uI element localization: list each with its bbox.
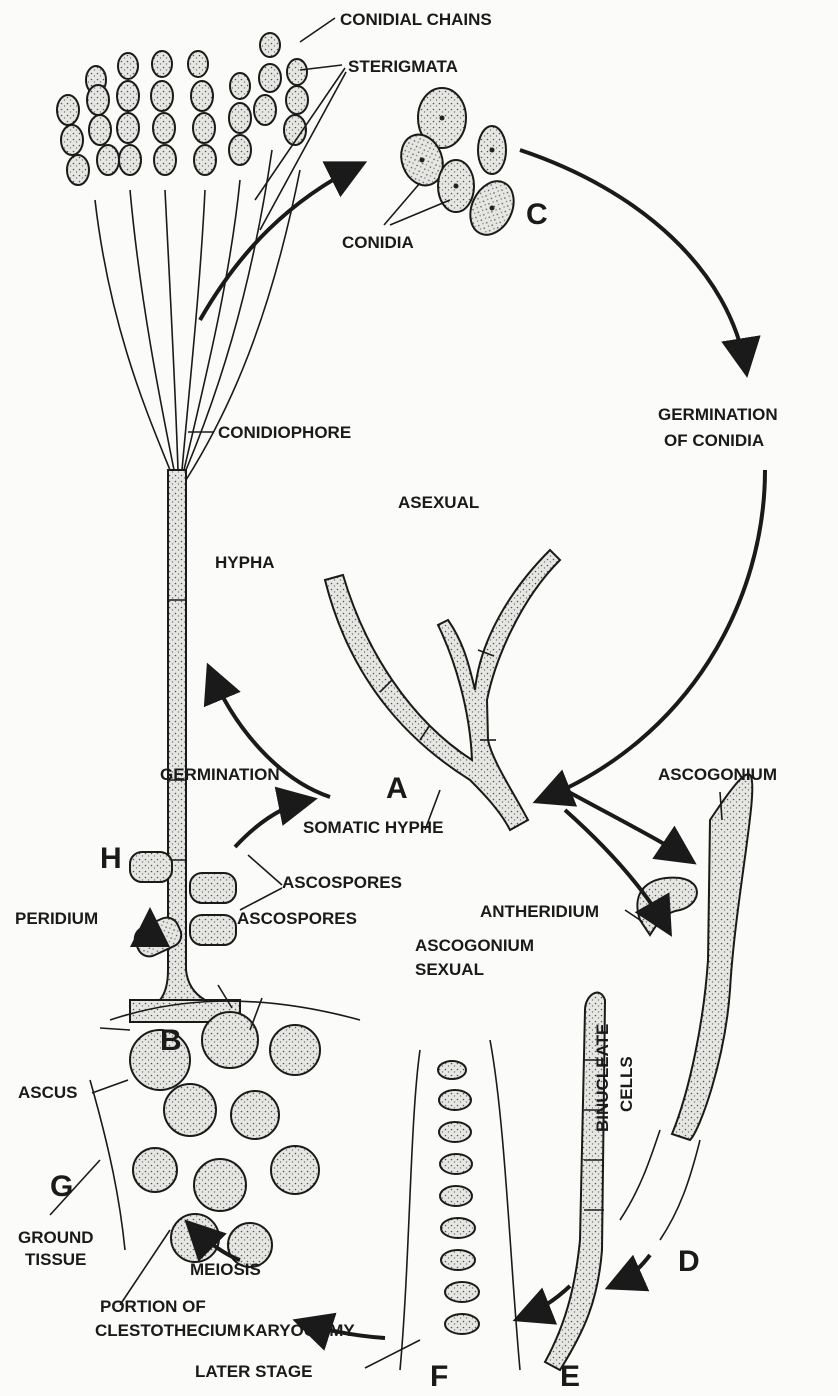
label-germination-of-conidia-line2: OF CONIDIA xyxy=(664,431,764,450)
label-later-stage: LATER STAGE xyxy=(195,1362,312,1381)
label-ascogonium-lower: ASCOGONIUM xyxy=(415,936,534,955)
label-ascus: ASCUS xyxy=(18,1083,78,1102)
label-g: G xyxy=(50,1170,73,1203)
label-ground: GROUND xyxy=(18,1228,94,1247)
label-peridium: PERIDIUM xyxy=(15,909,98,928)
ascogonium-antheridium-structure xyxy=(620,774,752,1240)
label-asexual: ASEXUAL xyxy=(398,493,479,512)
label-cells: CELLS xyxy=(617,1056,636,1112)
conidia-cluster xyxy=(394,88,522,242)
label-ascogonium-top: ASCOGONIUM xyxy=(658,765,777,784)
label-tissue: TISSUE xyxy=(25,1250,86,1269)
label-somatic-hyphe: SOMATIC HYPHE xyxy=(303,818,443,837)
label-sterigmata: STERIGMATA xyxy=(348,57,458,76)
cleistothecium-structure xyxy=(90,1001,360,1267)
arrow-to-conidia xyxy=(200,165,360,320)
label-meiosis: MEIOSIS xyxy=(190,1260,261,1279)
label-a: A xyxy=(386,772,408,805)
label-germination-of-conidia-line1: GERMINATION xyxy=(658,405,778,424)
label-b: B xyxy=(160,1024,182,1057)
label-ascospores-h: ASCOSPORES xyxy=(282,873,402,892)
label-conidia: CONIDIA xyxy=(342,233,414,252)
label-conidial-chains: CONIDIAL CHAINS xyxy=(340,10,492,29)
label-clestothecium: CLESTOTHECIUM xyxy=(95,1321,241,1340)
label-germination: GERMINATION xyxy=(160,765,280,784)
arrow-conidia-to-germination xyxy=(520,150,746,370)
label-conidiophore: CONIDIOPHORE xyxy=(218,423,351,442)
conidiophore-structure xyxy=(57,33,308,1022)
label-sexual: SEXUAL xyxy=(415,960,484,979)
label-e: E xyxy=(560,1360,580,1393)
arrow-d-to-e xyxy=(612,1255,650,1286)
label-antheridium: ANTHERIDIUM xyxy=(480,902,599,921)
label-c: C xyxy=(526,198,548,231)
somatic-hyphae-structure xyxy=(325,550,560,830)
label-d: D xyxy=(678,1245,700,1278)
arrow-germination-to-somatic xyxy=(540,470,765,800)
label-portion-of: PORTION OF xyxy=(100,1297,206,1316)
label-f: F xyxy=(430,1360,448,1393)
label-binucleate: BINUCLEATE xyxy=(593,1024,612,1132)
label-h: H xyxy=(100,842,122,875)
label-hypha: HYPHA xyxy=(215,553,275,572)
label-ascospores-g: ASCOSPORES xyxy=(237,909,357,928)
later-stage-structure xyxy=(400,1040,520,1370)
arrow-germination xyxy=(235,800,310,847)
label-karyogamy: KARYOGAMY xyxy=(243,1321,355,1340)
arrow-e-to-f xyxy=(520,1286,570,1318)
